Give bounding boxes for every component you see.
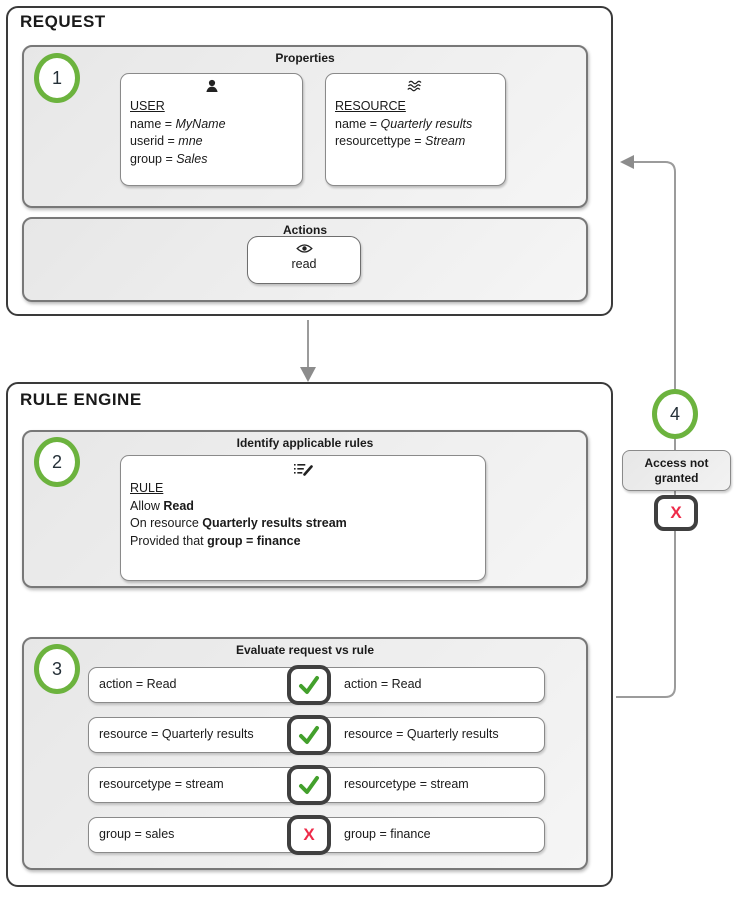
eval-rule-value: resourcetype = stream xyxy=(344,777,469,791)
rule-engine-title: RULE ENGINE xyxy=(20,390,142,409)
access-denied-x-badge: X xyxy=(654,495,698,531)
eval-rule-value: group = finance xyxy=(344,827,431,841)
user-field-userid: userid = mne xyxy=(130,134,203,148)
eval-request-value: action = Read xyxy=(99,677,177,691)
result-badge xyxy=(287,715,331,755)
person-icon xyxy=(121,74,302,96)
result-badge xyxy=(287,765,331,805)
rule-card-title: RULE xyxy=(130,481,164,495)
user-field-name: name = MyName xyxy=(130,116,226,131)
rule-list-icon xyxy=(121,456,485,478)
arrowhead-left xyxy=(620,155,634,169)
resource-field-type: resourcettype = Stream xyxy=(335,134,466,148)
eye-icon xyxy=(248,237,360,257)
identify-header: Identify applicable rules xyxy=(236,436,374,450)
resource-card-title: RESOURCE xyxy=(335,99,406,113)
rule-card: RULE Allow Read On resource Quarterly re… xyxy=(120,455,486,581)
step-number: 4 xyxy=(669,403,680,424)
rule-line-resource: On resource Quarterly results stream xyxy=(130,516,347,530)
properties-header: Properties xyxy=(275,51,335,65)
access-not-granted-label: Access not granted xyxy=(622,450,731,491)
result-badge xyxy=(287,665,331,705)
step-number: 3 xyxy=(51,658,62,679)
result-badge: X xyxy=(287,815,331,855)
step-number: 1 xyxy=(51,67,62,88)
eval-request-value: group = sales xyxy=(99,827,175,841)
rule-line-allow: Allow Read xyxy=(130,498,194,513)
eval-request-value: resource = Quarterly results xyxy=(99,727,254,741)
read-action-button: read xyxy=(247,236,361,284)
step-circle-3: 3 xyxy=(34,644,80,694)
eval-rule-value: resource = Quarterly results xyxy=(344,727,499,741)
request-title: REQUEST xyxy=(20,12,106,31)
user-card-title: USER xyxy=(130,99,165,113)
rule-line-condition: Provided that group = finance xyxy=(130,533,301,548)
check-icon xyxy=(299,676,319,694)
read-action-label: read xyxy=(291,257,317,271)
x-icon: X xyxy=(670,503,682,522)
resource-field-name: name = Quarterly results xyxy=(335,116,473,131)
actions-header: Actions xyxy=(282,223,327,237)
eval-rule-value: action = Read xyxy=(344,677,422,691)
user-field-group: group = Sales xyxy=(130,151,208,166)
step-circle-2: 2 xyxy=(34,437,80,487)
user-card: USER name = MyName userid = mne group = … xyxy=(120,73,303,186)
arrowhead-down-1 xyxy=(300,367,316,382)
step-number: 2 xyxy=(51,451,62,472)
check-icon xyxy=(299,726,319,744)
check-icon xyxy=(299,776,319,794)
eval-request-value: resourcetype = stream xyxy=(99,777,224,791)
stream-icon xyxy=(326,74,505,96)
evaluate-header: Evaluate request vs rule xyxy=(235,643,375,657)
resource-card: RESOURCE name = Quarterly results resour… xyxy=(325,73,506,186)
step-circle-4: 4 xyxy=(652,389,698,439)
step-circle-1: 1 xyxy=(34,53,80,103)
